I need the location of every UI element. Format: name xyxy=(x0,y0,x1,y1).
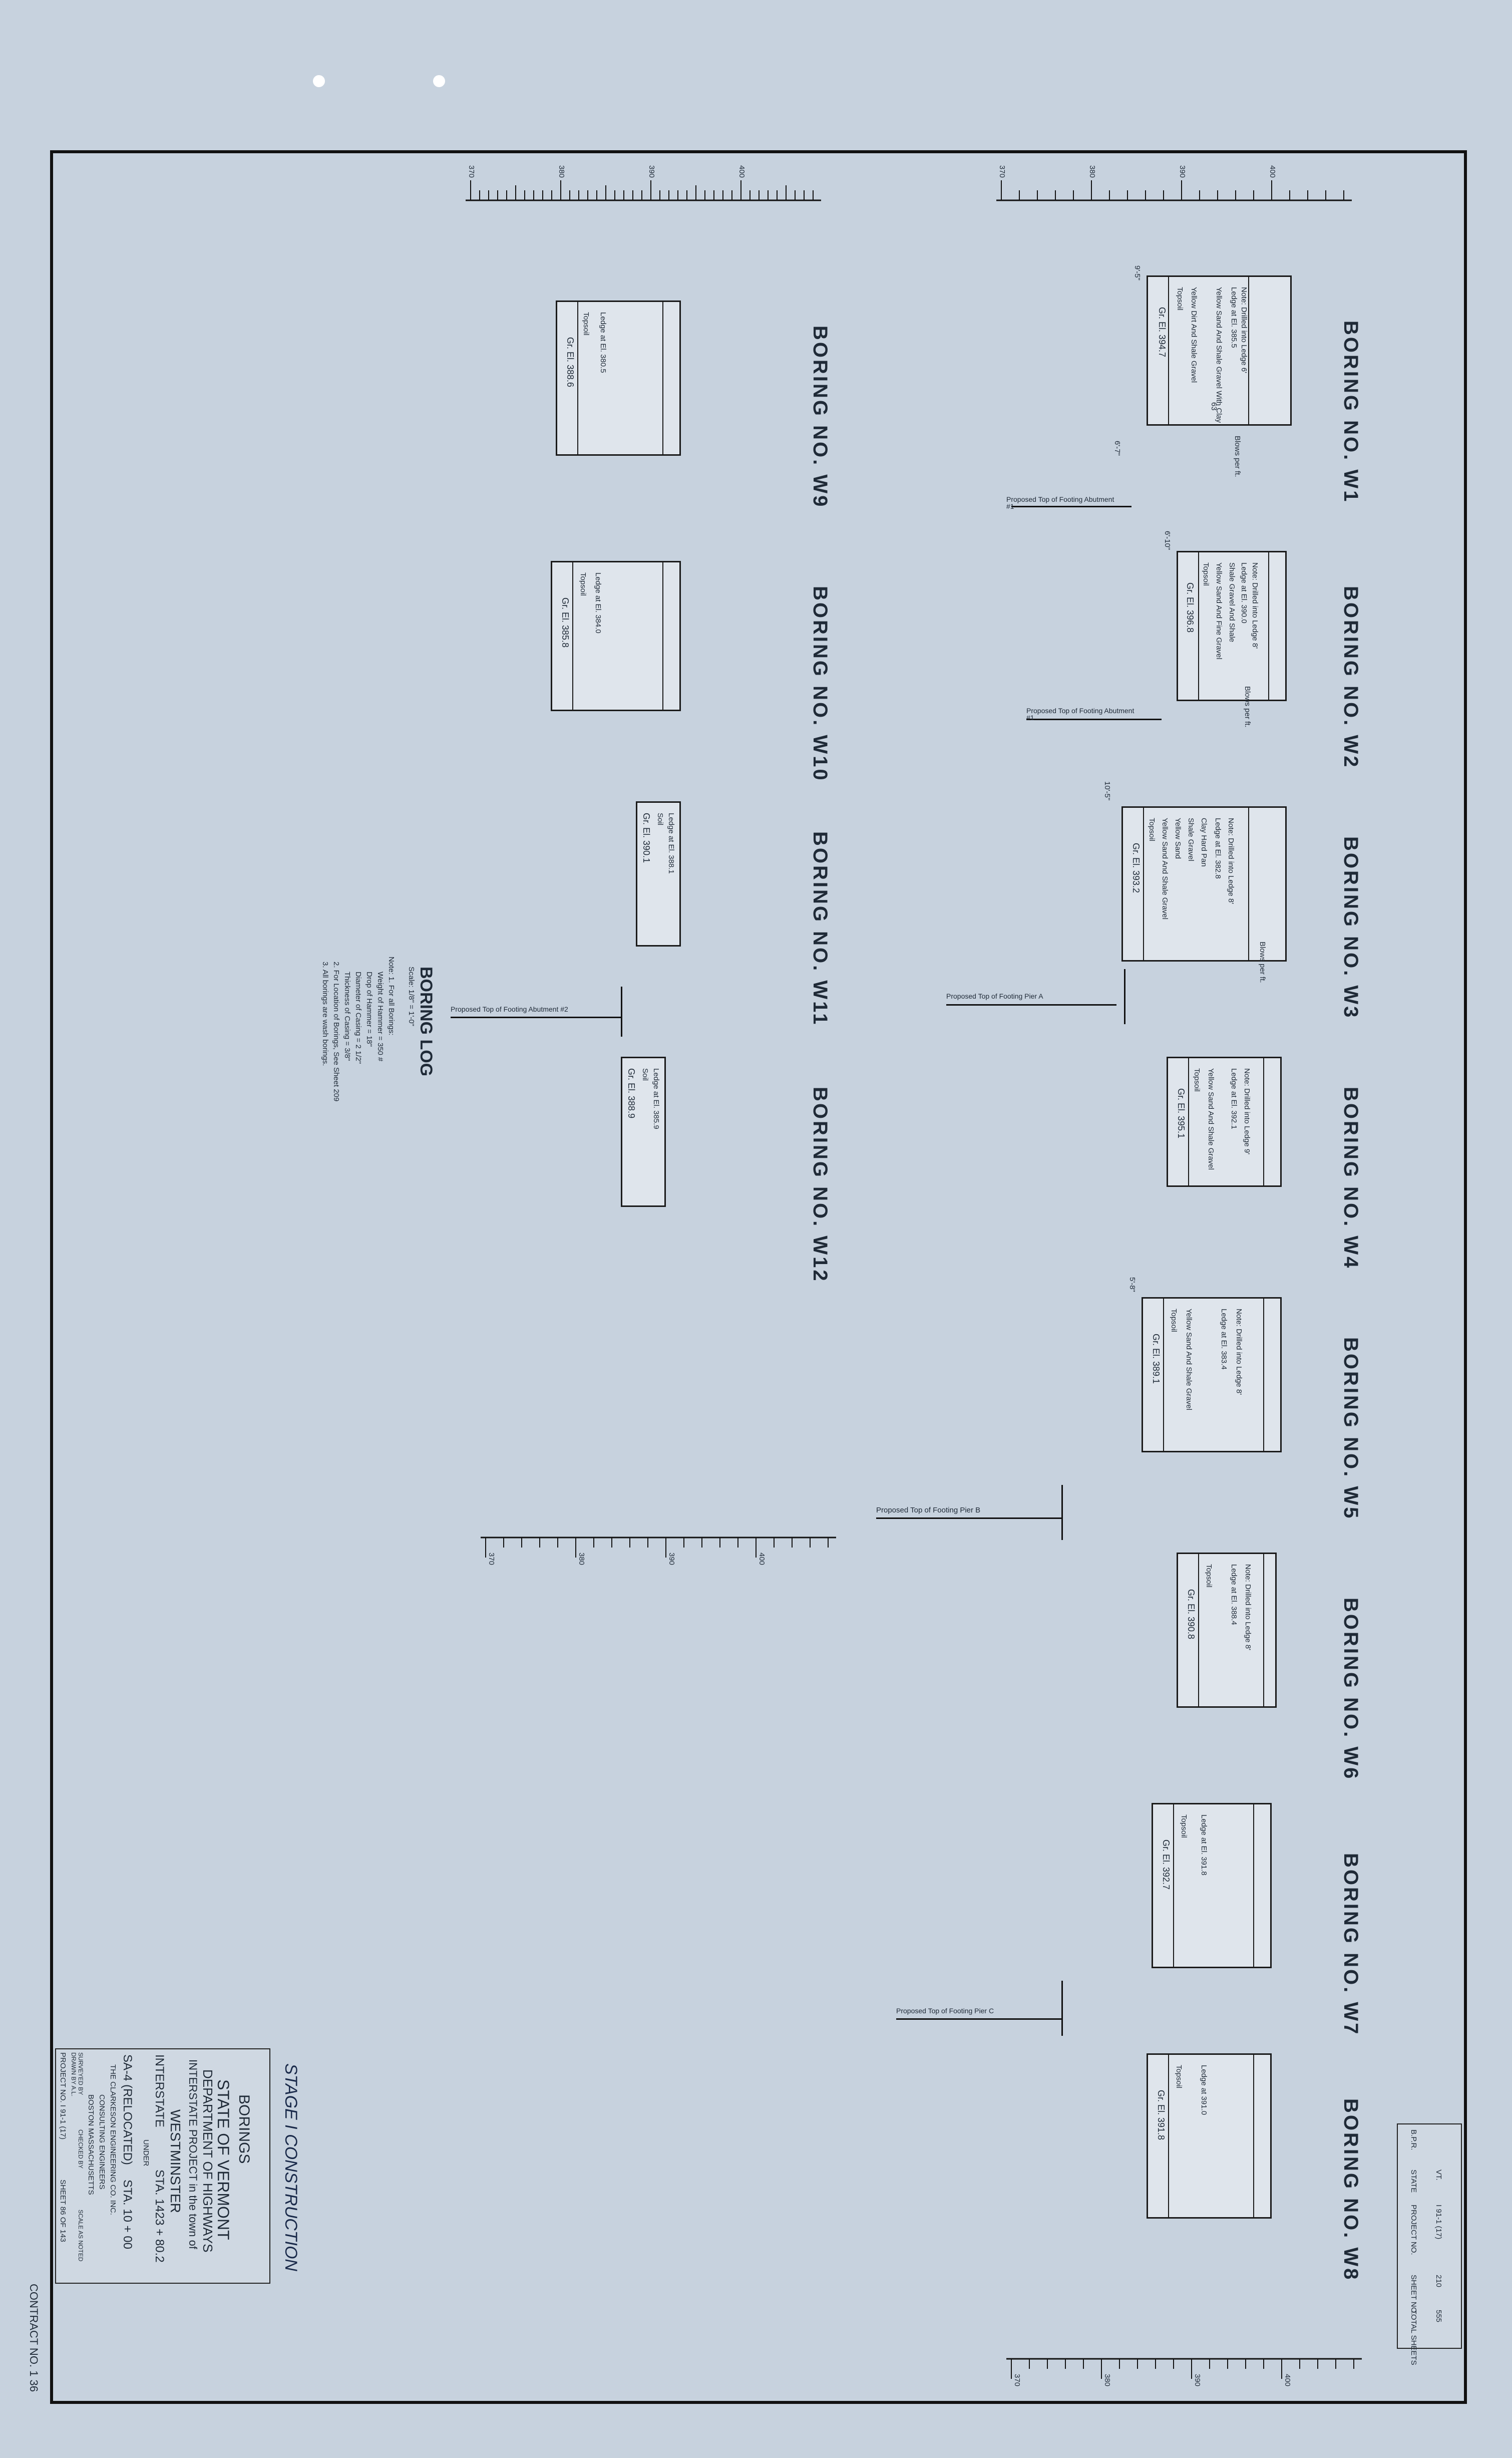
punch-hole xyxy=(433,75,445,87)
boring-title-w6: BORING NO. W6 xyxy=(1340,1598,1362,1781)
footing-line-w2 xyxy=(1026,719,1162,720)
elevation-ruler-bottom xyxy=(1006,2358,1362,2379)
blows-label: Blows per ft. xyxy=(1243,686,1252,728)
ruler-label: 380 xyxy=(577,1553,586,1566)
depth-label: 10'-5" xyxy=(1103,781,1111,801)
blows-label: Blows per ft. xyxy=(1258,942,1267,983)
footing-line-w5 xyxy=(876,1517,1061,1519)
contract-label: CONTRACT NO. 1 36 xyxy=(28,2284,40,2392)
ruler-label: 380 xyxy=(1103,2374,1111,2387)
footing-label-w2: Proposed Top of Footing Abutment #1 xyxy=(1026,707,1135,722)
boring-title-w9: BORING NO. W9 xyxy=(809,326,831,509)
boring-column-w6: Gr. El. 390.8 Topsoil Ledge at El. 388.4… xyxy=(1177,1553,1277,1708)
boring-column-w7: Gr. El. 392.7 Topsoil Ledge at El. 391.8 xyxy=(1152,1803,1272,1968)
depth-label: 5'-8" xyxy=(1128,1277,1137,1292)
ruler-label: 400 xyxy=(1268,165,1277,178)
footing-label-w7: Proposed Top of Footing Pier C xyxy=(896,2007,994,2015)
title-block: BORINGS STATE OF VERMONT DEPARTMENT OF H… xyxy=(55,2048,270,2284)
ruler-label: 400 xyxy=(737,165,746,178)
footing-marker-w7 xyxy=(1061,1981,1063,2036)
footing-marker-w11 xyxy=(621,987,622,1037)
boring-log-note: Note: 1. For all Borings: xyxy=(387,957,396,1036)
boring-column-w4: Gr. El. 395.1 Topsoil Yellow Sand And Sh… xyxy=(1167,1057,1282,1187)
boring-title-w2: BORING NO. W2 xyxy=(1340,586,1362,769)
ruler-label: 400 xyxy=(758,1553,766,1566)
boring-column-w3: Gr. El. 393.2 Topsoil Yellow Sand And Sh… xyxy=(1121,806,1287,962)
stage-label: STAGE I CONSTRUCTION xyxy=(281,2063,300,2271)
boring-column-w8: Gr. El. 391.8 Topsoil Ledge at 391.0 xyxy=(1147,2053,1272,2219)
boring-title-w12: BORING NO. W12 xyxy=(809,1087,831,1283)
punch-hole xyxy=(313,75,325,87)
ruler-label: 380 xyxy=(557,165,566,178)
boring-column-w11: Gr. El. 390.1 Soil Ledge at El. 388.1 xyxy=(636,801,681,947)
boring-title-w5: BORING NO. W5 xyxy=(1340,1337,1362,1520)
drawing-border xyxy=(50,150,1467,2404)
depth-label: 6'-10" xyxy=(1163,531,1172,550)
elevation-ruler-mid xyxy=(481,1537,836,1558)
boring-log-note: Thickness of Casing = 3/8" xyxy=(343,972,351,1061)
footing-line-w7 xyxy=(896,2018,1061,2020)
ruler-label: 390 xyxy=(1178,165,1187,178)
boring-column-w9: Gr. El. 388.6 Topsoil Ledge at El. 380.5 xyxy=(556,300,681,456)
sheet-header-block: B.P.R. STATE VT. PROJECT NO. I 91-1 (17)… xyxy=(1397,2123,1462,2365)
boring-title-w10: BORING NO. W10 xyxy=(809,586,831,782)
boring-column-w2: Gr. El. 396.8 Topsoil Yellow Sand And Fi… xyxy=(1177,551,1287,701)
boring-title-w4: BORING NO. W4 xyxy=(1340,1087,1362,1270)
ruler-label: 370 xyxy=(998,165,1006,178)
boring-log-title: BORING LOG xyxy=(417,967,436,1077)
blows-label: Blows per ft. xyxy=(1233,436,1242,477)
footing-marker-w5 xyxy=(1061,1485,1063,1540)
boring-column-w5: Gr. El. 389.1 Topsoil Yellow Sand And Sh… xyxy=(1142,1297,1282,1452)
boring-log-note: Diameter of Casing = 2 1/2" xyxy=(354,972,362,1064)
depth-label: 6'-7" xyxy=(1113,441,1121,456)
boring-log-note: 3. All borings are wash borings. xyxy=(321,962,329,1066)
boring-title-w11: BORING NO. W11 xyxy=(809,831,831,1027)
boring-title-w7: BORING NO. W7 xyxy=(1340,1853,1362,2036)
boring-log-note: Weight of Hammer = 350 # xyxy=(376,972,385,1062)
boring-column-w12: Gr. El. 388.9 Soil Ledge at El. 385.9 xyxy=(621,1057,666,1207)
boring-title-w3: BORING NO. W3 xyxy=(1340,836,1362,1020)
ruler-label: 390 xyxy=(1193,2374,1202,2387)
depth-label: 9'-5" xyxy=(1133,265,1142,280)
footing-label-w1: Proposed Top of Footing Abutment #1 xyxy=(1006,495,1114,510)
footing-label-w5: Proposed Top of Footing Pier B xyxy=(876,1506,981,1514)
boring-column-w10: Gr. El. 385.8 Topsoil Ledge at El. 384.0 xyxy=(551,561,681,711)
boring-title-w1: BORING NO. W1 xyxy=(1340,321,1362,504)
boring-log-note: Drop of Hammer = 18" xyxy=(365,972,373,1047)
boring-log-scale: Scale: 1/8" = 1'-0" xyxy=(407,967,416,1026)
ruler-label: 400 xyxy=(1283,2374,1292,2387)
elevation-ruler-top-right xyxy=(996,180,1352,201)
ruler-label: 390 xyxy=(647,165,656,178)
ruler-label: 370 xyxy=(467,165,476,178)
ruler-label: 370 xyxy=(1013,2374,1021,2387)
boring-log-note: 2. For Location of Borings, See Sheet 20… xyxy=(332,962,340,1102)
elevation-ruler-top-left xyxy=(466,180,821,201)
footing-line-w1 xyxy=(1011,506,1131,507)
footing-label-w3: Proposed Top of Footing Pier A xyxy=(946,992,1043,1000)
ruler-label: 380 xyxy=(1088,165,1096,178)
footing-marker-w3 xyxy=(1124,969,1125,1024)
footing-line-w11 xyxy=(451,1017,621,1018)
footing-label-w11: Proposed Top of Footing Abutment #2 xyxy=(451,1005,568,1013)
boring-title-w8: BORING NO. W8 xyxy=(1340,2098,1362,2282)
ruler-label: 390 xyxy=(667,1553,676,1566)
boring-column-w1: Gr. El. 394.7 Topsoil Yellow Dirt And Sh… xyxy=(1147,275,1292,426)
footing-line-w3 xyxy=(946,1004,1116,1006)
ruler-label: 370 xyxy=(487,1553,496,1566)
